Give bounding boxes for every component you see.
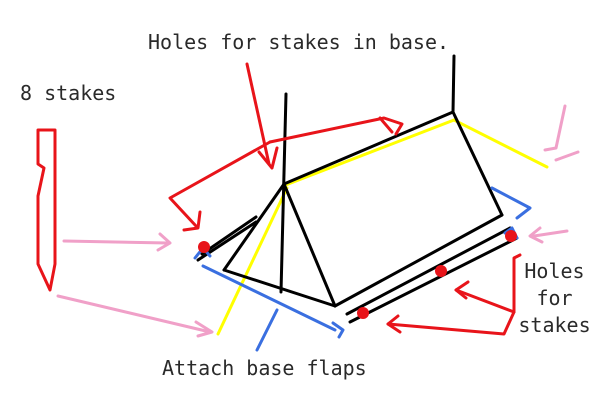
hole-dot — [435, 265, 447, 277]
yellow-seam-lines — [216, 118, 549, 336]
label-8-stakes: 8 stakes — [20, 81, 117, 105]
stake-arrows — [36, 62, 522, 336]
hole-dot — [357, 307, 369, 319]
label-attach-base-flaps: Attach base flaps — [162, 356, 367, 380]
flap-arrows — [193, 186, 532, 352]
hole-dot — [505, 230, 517, 242]
label-for-line: for — [536, 286, 573, 310]
hole-dots — [198, 230, 517, 319]
label-holes-for-stakes-in-base: Holes for stakes in base. — [148, 30, 450, 54]
label-holes-line: Holes — [524, 259, 585, 283]
label-stakes-line: stakes — [518, 313, 591, 337]
pointer-arrows — [56, 104, 580, 338]
hole-dot — [198, 241, 210, 253]
label-holes-for-stakes-right: Holes for stakes — [512, 258, 597, 339]
